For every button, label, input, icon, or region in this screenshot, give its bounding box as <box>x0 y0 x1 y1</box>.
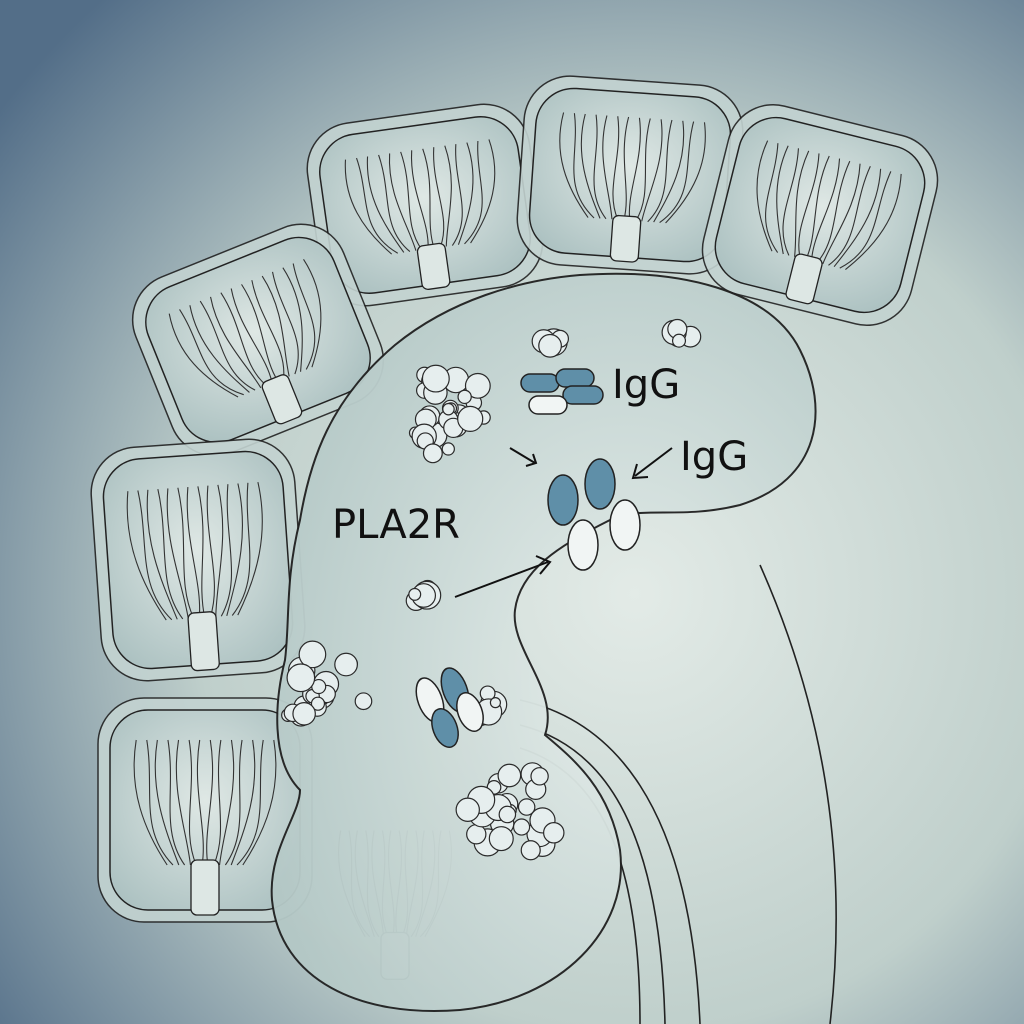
vesicle <box>497 763 522 788</box>
cell-body <box>270 272 817 1012</box>
antibody-segment <box>520 373 560 393</box>
vesicle <box>517 798 536 816</box>
vesicle <box>457 405 484 433</box>
arrow-pla2r <box>454 561 549 598</box>
podocyte-pod <box>97 697 313 923</box>
vesicle <box>354 692 373 711</box>
vesicle <box>292 702 316 726</box>
antibody-segment <box>431 708 459 748</box>
podocyte-group <box>90 75 939 980</box>
vesicle <box>442 402 455 416</box>
arrow-igg <box>634 447 673 477</box>
arrows <box>454 447 673 598</box>
vesicle <box>520 840 541 861</box>
podocyte-pod <box>131 223 385 457</box>
arrow-small-head <box>525 453 538 467</box>
label-igg-right: IgG <box>680 434 748 480</box>
vesicle <box>286 663 316 693</box>
vesicle <box>464 372 491 399</box>
vesicle <box>512 818 531 836</box>
vesicle <box>408 587 422 601</box>
antibody-segment <box>567 519 599 571</box>
antibody-segment <box>555 368 595 388</box>
arrow-pla2r-head <box>535 555 552 575</box>
antibody-segment <box>528 395 568 415</box>
vesicle <box>457 389 472 405</box>
label-igg-top: IgG <box>612 362 680 408</box>
vesicle <box>310 696 326 711</box>
vesicle-clusters <box>281 318 702 861</box>
antibody-segment <box>547 474 579 526</box>
antibody-segment <box>456 692 484 732</box>
vesicle <box>334 652 358 677</box>
label-pla2r: PLA2R <box>332 502 460 548</box>
vesicle <box>530 767 549 786</box>
vesicle <box>543 822 565 844</box>
vesicle <box>421 364 450 393</box>
vesicle <box>455 797 480 822</box>
vesicle <box>422 443 443 464</box>
antibody-segment <box>562 385 604 405</box>
podocyte-pod <box>306 103 544 307</box>
vesicle <box>488 826 514 852</box>
vesicle <box>498 805 517 824</box>
podocyte-pod <box>516 75 744 275</box>
arrow-small <box>509 447 536 464</box>
antibody-segment <box>609 499 641 551</box>
vesicle <box>298 640 327 669</box>
vesicle <box>489 697 502 709</box>
vesicle <box>466 824 487 845</box>
arrow-igg-head <box>631 463 649 480</box>
podocyte-pod <box>90 438 306 682</box>
vesicle <box>671 333 687 348</box>
antibody-segment <box>584 458 616 510</box>
vesicle <box>441 442 455 456</box>
antibody-group <box>415 368 641 748</box>
podocyte-pod <box>701 104 939 326</box>
vesicle <box>538 333 562 358</box>
